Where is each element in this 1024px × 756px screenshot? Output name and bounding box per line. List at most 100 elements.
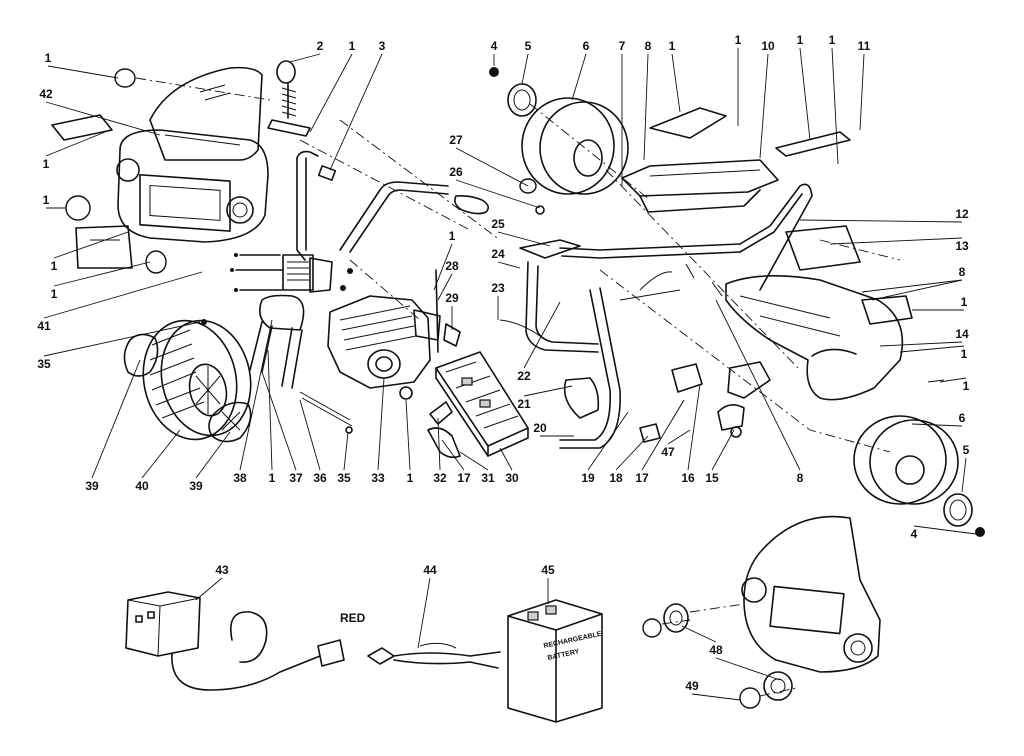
- centerline-10: [759, 687, 797, 697]
- callout-15: 15: [705, 471, 719, 485]
- leader-line-37-0: [523, 385, 573, 397]
- leader-lines: [43, 47, 977, 701]
- leader-line-15-0: [267, 349, 273, 471]
- callout-1: 1: [963, 379, 970, 393]
- callout-31: 31: [481, 471, 495, 485]
- leader-line-47-0: [799, 219, 963, 223]
- leader-line-12-0: [141, 429, 181, 479]
- leader-line-57-0: [587, 411, 629, 471]
- callout-6: 6: [959, 411, 966, 425]
- callout-23: 23: [491, 281, 505, 295]
- callout-7: 7: [619, 39, 626, 53]
- leader-line-33-0: [497, 231, 551, 247]
- leader-line-18-0: [343, 431, 349, 471]
- leader-line-40-0: [643, 53, 649, 161]
- callout-1: 1: [45, 51, 52, 65]
- leader-line-64-0: [195, 577, 223, 601]
- callout-26: 26: [449, 165, 463, 179]
- leader-line-48-0: [829, 237, 963, 245]
- wire-color-label: RED: [340, 611, 366, 625]
- callout-17: 17: [635, 471, 649, 485]
- callout-17: 17: [457, 471, 471, 485]
- callout-39: 39: [189, 479, 203, 493]
- callout-1: 1: [797, 33, 804, 47]
- leader-line-31-0: [455, 147, 529, 187]
- leader-line-56-0: [913, 525, 977, 535]
- callout-19: 19: [581, 471, 595, 485]
- callout-5: 5: [963, 443, 970, 457]
- front-fender-axle: [201, 319, 353, 434]
- leader-line-67-1: [715, 657, 781, 681]
- callout-1: 1: [51, 259, 58, 273]
- leader-line-9-0: [43, 271, 203, 319]
- callout-16: 16: [681, 471, 695, 485]
- callout-44: 44: [423, 563, 437, 577]
- leader-line-0-0: [47, 65, 119, 79]
- callout-8: 8: [645, 39, 652, 53]
- centerline-6: [599, 269, 891, 453]
- callout-42: 42: [39, 87, 53, 101]
- leader-line-63-0: [715, 299, 801, 471]
- leader-line-22-0: [441, 439, 465, 471]
- accessory-fairing: [642, 515, 881, 709]
- leader-line-53-0: [939, 377, 967, 383]
- callout-1: 1: [43, 157, 50, 171]
- callout-1: 1: [51, 287, 58, 301]
- callout-21: 21: [517, 397, 531, 411]
- main-frame: [499, 183, 813, 449]
- callout-8: 8: [797, 471, 804, 485]
- callout-25: 25: [491, 217, 505, 231]
- callout-36: 36: [313, 471, 327, 485]
- battery-label-line1: RECHARGEABLE: [543, 631, 603, 650]
- leader-line-36-0: [523, 301, 561, 369]
- leader-line-14-0: [239, 319, 273, 471]
- callout-27: 27: [449, 133, 463, 147]
- callout-41: 41: [37, 319, 51, 333]
- callout-4: 4: [911, 527, 918, 541]
- leader-line-55-0: [961, 457, 967, 493]
- centerline-1: [299, 139, 471, 231]
- leader-line-5-0: [45, 129, 111, 157]
- callout-6: 6: [583, 39, 590, 53]
- leader-line-49-0: [871, 279, 963, 301]
- callout-35: 35: [337, 471, 351, 485]
- callout-1: 1: [669, 39, 676, 53]
- leader-line-44-0: [799, 47, 811, 141]
- leader-line-25-0: [433, 243, 453, 291]
- leader-line-1-0: [289, 53, 321, 63]
- callout-18: 18: [609, 471, 623, 485]
- battery-label-line2: BATTERY: [547, 648, 580, 662]
- switch-parts: [639, 263, 771, 443]
- centerline-2: [339, 119, 501, 241]
- battery: [507, 599, 603, 723]
- callout-2: 2: [317, 39, 324, 53]
- callout-22: 22: [517, 369, 531, 383]
- centerline-8: [689, 603, 745, 613]
- wire-harness: [367, 642, 501, 669]
- leader-line-4-0: [45, 101, 161, 136]
- callout-24: 24: [491, 247, 505, 261]
- centerline-9: [661, 619, 691, 625]
- leader-line-10-0: [43, 321, 201, 357]
- callout-30: 30: [505, 471, 519, 485]
- leader-line-62-0: [711, 429, 735, 471]
- leader-line-45-0: [831, 47, 839, 165]
- centerline-3: [349, 259, 421, 321]
- leader-line-68-0: [691, 693, 741, 701]
- centerline-7: [819, 239, 901, 261]
- centerline-0: [135, 77, 271, 101]
- leader-line-16-0: [261, 371, 297, 471]
- horn-and-handlebar: [267, 60, 490, 261]
- callout-32: 32: [433, 471, 447, 485]
- callout-1: 1: [735, 33, 742, 47]
- battery-tray: [427, 269, 529, 459]
- leader-line-54-0: [911, 423, 963, 427]
- callout-43: 43: [215, 563, 229, 577]
- leader-line-60-0: [667, 429, 691, 445]
- leader-line-7-0: [53, 231, 129, 259]
- callout-28: 28: [445, 259, 459, 273]
- callout-12: 12: [955, 207, 969, 221]
- callout-1: 1: [449, 229, 456, 243]
